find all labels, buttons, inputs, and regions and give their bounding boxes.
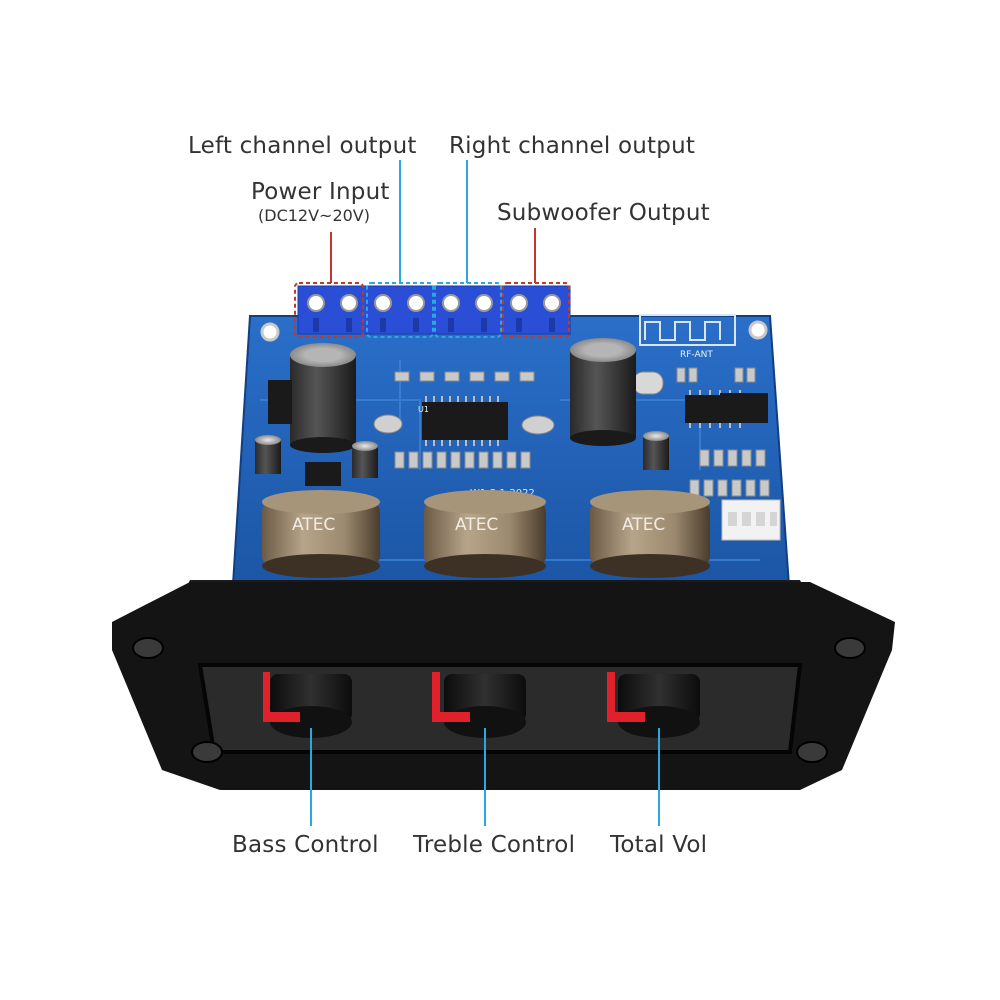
regulator: [305, 462, 341, 486]
power-input-marker: [294, 282, 364, 338]
mount-hole: [260, 322, 280, 342]
capacitor-small: [643, 431, 669, 470]
bass-knob[interactable]: [263, 672, 352, 738]
crystal: [521, 415, 555, 435]
capacitor-large-right: [570, 338, 636, 446]
right-channel-output-label: Right channel output: [449, 133, 696, 159]
bass-control-label: Bass Control: [232, 832, 379, 858]
subwoofer-output-label: Subwoofer Output: [497, 200, 710, 226]
svg-text:ATEC: ATEC: [455, 515, 498, 535]
treble-knob[interactable]: [432, 672, 526, 738]
svg-text:ATEC: ATEC: [292, 515, 335, 535]
mount-hole: [748, 320, 768, 340]
rf-antenna: [639, 314, 736, 346]
power-input-range-label: (DC12V~20V): [258, 206, 370, 225]
chip-label: U1: [418, 405, 429, 414]
capacitor-small: [352, 441, 378, 478]
crystal: [632, 371, 664, 395]
total-vol-label: Total Vol: [610, 832, 708, 858]
potentiometer-treble: ATEC: [424, 490, 546, 578]
rf-ant-text: RF-ANT: [680, 350, 713, 360]
svg-text:ATEC: ATEC: [622, 515, 665, 535]
amplifier-chip: [422, 402, 508, 440]
potentiometer-bass: ATEC: [262, 490, 380, 578]
bezel-screw-hole: [132, 637, 866, 763]
potentiometer-volume: ATEC: [590, 490, 710, 578]
left-channel-output-label: Left channel output: [188, 133, 417, 159]
power-input-label: Power Input: [251, 179, 390, 205]
total-vol-knob[interactable]: [607, 672, 700, 738]
capacitor-large-left: [290, 343, 356, 453]
capacitor-small: [255, 435, 281, 474]
treble-control-label: Treble Control: [413, 832, 576, 858]
